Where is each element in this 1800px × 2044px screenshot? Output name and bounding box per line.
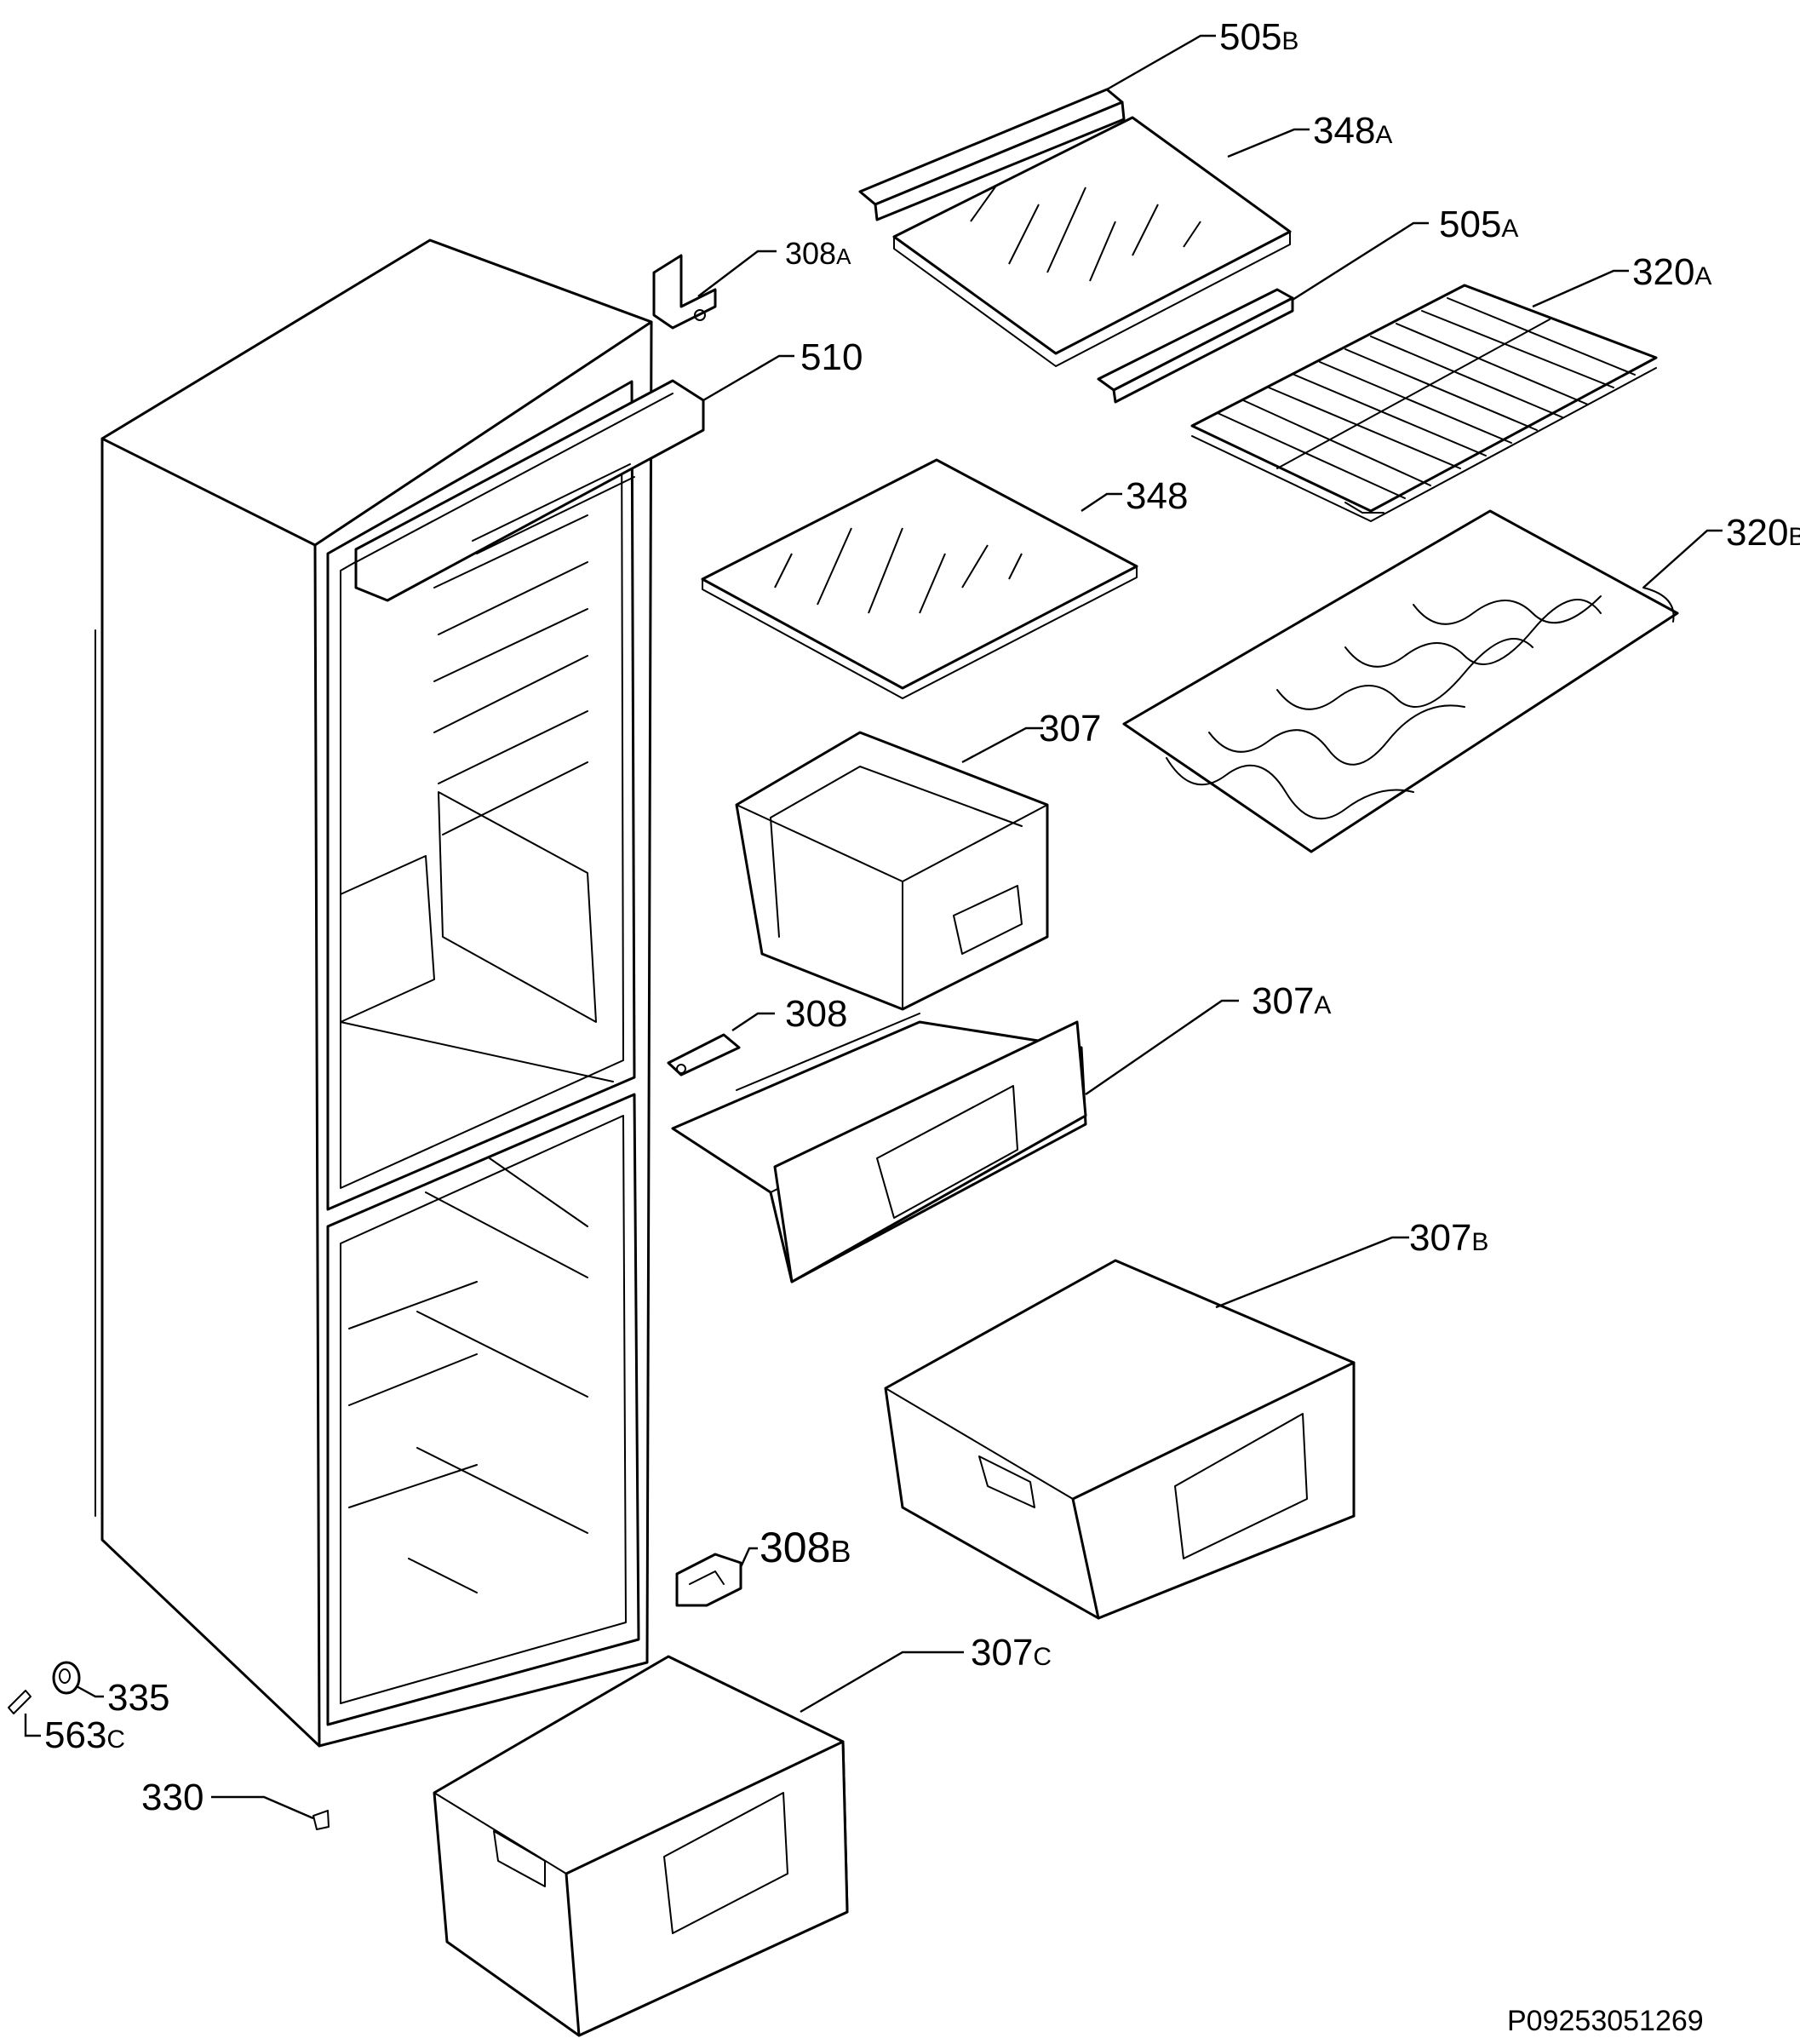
callout-348a: 348A [1313,110,1392,152]
callout-labels: 505B 348A 308A 505A 320A 510 348 320B 30… [44,16,1800,1818]
callout-308b: 308B [760,1524,851,1571]
callout-307: 307 [1039,708,1101,749]
callout-510: 510 [800,336,863,378]
callout-308: 308 [785,993,847,1035]
part-308b-bracket [675,1553,742,1607]
part-307b-drawer [884,1259,1356,1620]
part-510-control-panel [354,379,705,602]
part-348-glass-shelf [701,458,1138,699]
callout-307c: 307C [971,1632,1052,1674]
part-563c-pin [8,1690,32,1714]
part-307a-drawer [671,1013,1087,1283]
part-335-foot [52,1661,81,1695]
callout-335: 335 [107,1677,169,1719]
callout-348: 348 [1126,475,1188,517]
callout-320a: 320A [1632,251,1711,293]
callout-563c: 563C [44,1714,125,1756]
part-505b-shelf-trim [858,88,1126,221]
part-307c-drawer [433,1655,849,2037]
callout-307a: 307A [1252,980,1331,1022]
leader-lines [24,34,1723,1820]
part-320b-bottle-rack [1122,509,1679,853]
callout-505b: 505B [1219,16,1298,58]
part-330-screw [312,1810,330,1830]
callout-308a: 308A [785,236,851,271]
part-307-box [735,731,1049,1011]
callout-330: 330 [141,1777,204,1818]
part-320a-wire-shelf [1190,284,1658,522]
document-reference-number: P09253051269 [1507,2005,1704,2037]
callout-320b: 320B [1726,512,1800,554]
part-348a-glass-shelf [892,116,1292,367]
callout-505a: 505A [1439,204,1518,245]
callout-307b: 307B [1409,1217,1488,1259]
part-505a-shelf-trim [1097,288,1294,404]
part-308-bracket [667,1033,741,1077]
part-308a-hinge [652,254,717,330]
